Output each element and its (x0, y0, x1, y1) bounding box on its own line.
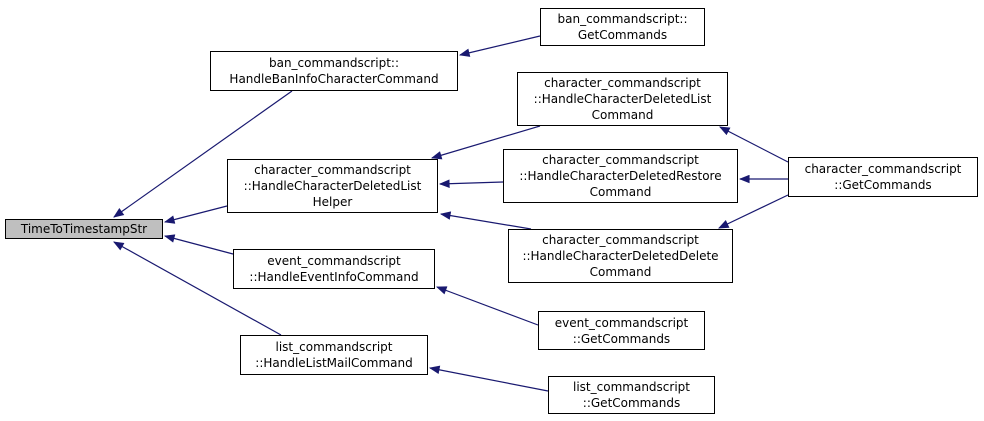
edge-char-delete-to-char-helper (439, 211, 532, 230)
node-label: character_commandscript ::HandleCharacte… (533, 76, 712, 122)
node-character-getcommands[interactable]: character_commandscript ::GetCommands (788, 157, 978, 197)
edge-event-handle-to-root (163, 234, 234, 255)
edge-list-handle-to-root (113, 241, 282, 336)
node-label: TimeToTimestampStr (20, 222, 148, 236)
node-timetotimestampstr: TimeToTimestampStr (5, 219, 163, 239)
node-label: character_commandscript ::HandleCharacte… (522, 233, 719, 279)
edge-list-get-to-list-handle (428, 365, 549, 392)
edge-char-get-to-char-list (719, 126, 789, 163)
edge-char-get-to-char-delete (718, 194, 789, 229)
node-list-handlelistmailcommand[interactable]: list_commandscript ::HandleListMailComma… (240, 335, 428, 375)
node-label: ban_commandscript:: GetCommands (557, 12, 688, 42)
node-label: list_commandscript ::GetCommands (573, 380, 690, 410)
node-label: ban_commandscript:: HandleBanInfoCharact… (229, 56, 439, 86)
edge-char-helper-to-root (163, 205, 228, 224)
node-label: character_commandscript ::HandleCharacte… (243, 163, 422, 209)
edge-char-list-to-char-helper (430, 125, 541, 160)
node-label: character_commandscript ::GetCommands (804, 162, 962, 192)
node-event-getcommands[interactable]: event_commandscript ::GetCommands (538, 311, 705, 350)
node-character-handlecharacterdeletedrestorecommand[interactable]: character_commandscript ::HandleCharacte… (503, 149, 738, 203)
edge-event-get-to-event-handle (436, 286, 539, 326)
node-event-handleeventinfocommand[interactable]: event_commandscript ::HandleEventInfoCom… (233, 249, 435, 289)
node-list-getcommands[interactable]: list_commandscript ::GetCommands (548, 376, 715, 414)
edge-ban-handle-to-root (113, 90, 293, 218)
edge-char-restore-to-char-helper (438, 179, 504, 188)
node-character-handlecharacterdeletedlisthelper[interactable]: character_commandscript ::HandleCharacte… (227, 159, 438, 213)
node-label: list_commandscript ::HandleListMailComma… (255, 340, 413, 370)
node-label: character_commandscript ::HandleCharacte… (519, 153, 722, 199)
node-character-handlecharacterdeleteddeletecommand[interactable]: character_commandscript ::HandleCharacte… (508, 229, 733, 283)
node-label: event_commandscript ::HandleEventInfoCom… (249, 254, 419, 284)
node-ban-getcommands[interactable]: ban_commandscript:: GetCommands (540, 8, 705, 46)
node-ban-handlebaninfocharactercommand[interactable]: ban_commandscript:: HandleBanInfoCharact… (210, 51, 458, 91)
node-character-handlecharacterdeletedlistcommand[interactable]: character_commandscript ::HandleCharacte… (517, 72, 728, 126)
edge-ban-get-to-ban-handle (458, 35, 541, 57)
node-label: event_commandscript ::GetCommands (554, 315, 689, 346)
